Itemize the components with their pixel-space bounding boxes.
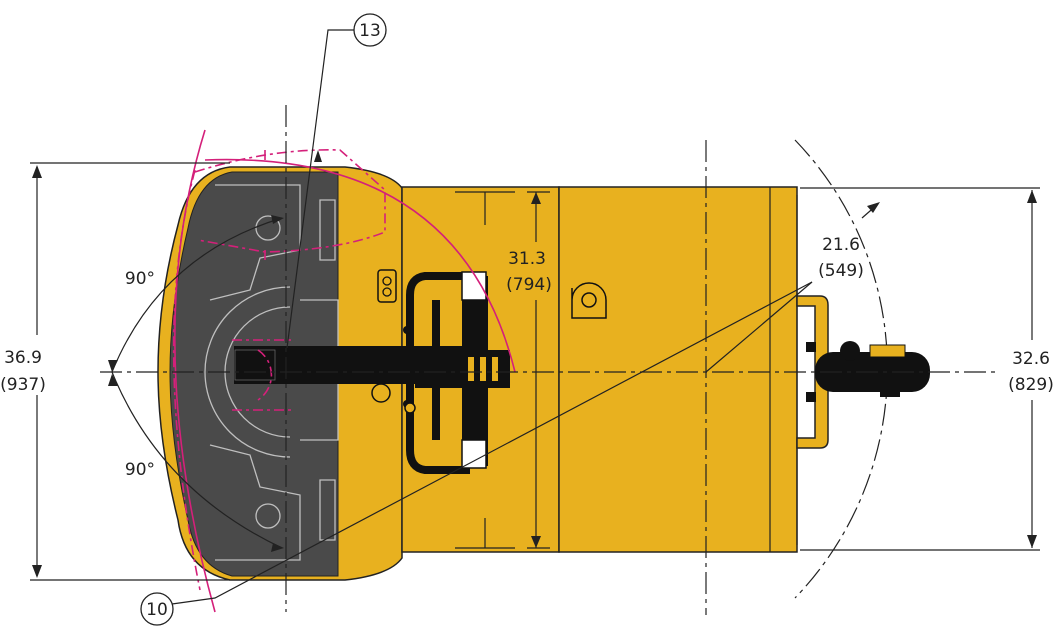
bottom-notch [455,518,515,549]
dim-radius-metric: (549) [818,261,864,281]
angle-upper-label: 90° [125,269,155,289]
dim-overall-width [30,162,230,581]
dim-fork-value: 32.6 [1012,349,1050,369]
connector-icon [377,269,397,303]
indicator-icon [404,402,416,414]
dim-radius-value: 21.6 [822,235,860,255]
dim-fork-width [800,187,1040,551]
swing-envelope [172,129,516,613]
top-notch [455,191,515,225]
svg-text:10: 10 [146,600,168,620]
lift-ring-icon [571,282,607,319]
dim-radius [705,202,880,373]
dim-inner-metric: (794) [506,275,552,295]
dim-fork-metric: (829) [1008,375,1054,395]
key-switch-icon [371,383,391,403]
tiller-handle [234,271,510,474]
angle-lower-label: 90° [125,460,155,480]
load-section [558,186,798,553]
callout-13: 13 [353,13,387,47]
dim-inner-width [527,191,550,549]
svg-text:13: 13 [359,21,381,41]
dim-overall-metric: (937) [0,375,46,395]
truck-body [157,166,930,581]
dim-inner-value: 31.3 [508,249,546,269]
rear-grab-bar [796,295,829,449]
callout-leaders [171,29,813,605]
callout-10: 10 [140,592,174,626]
dim-overall-value: 36.9 [4,348,42,368]
angle-arcs [108,215,284,552]
